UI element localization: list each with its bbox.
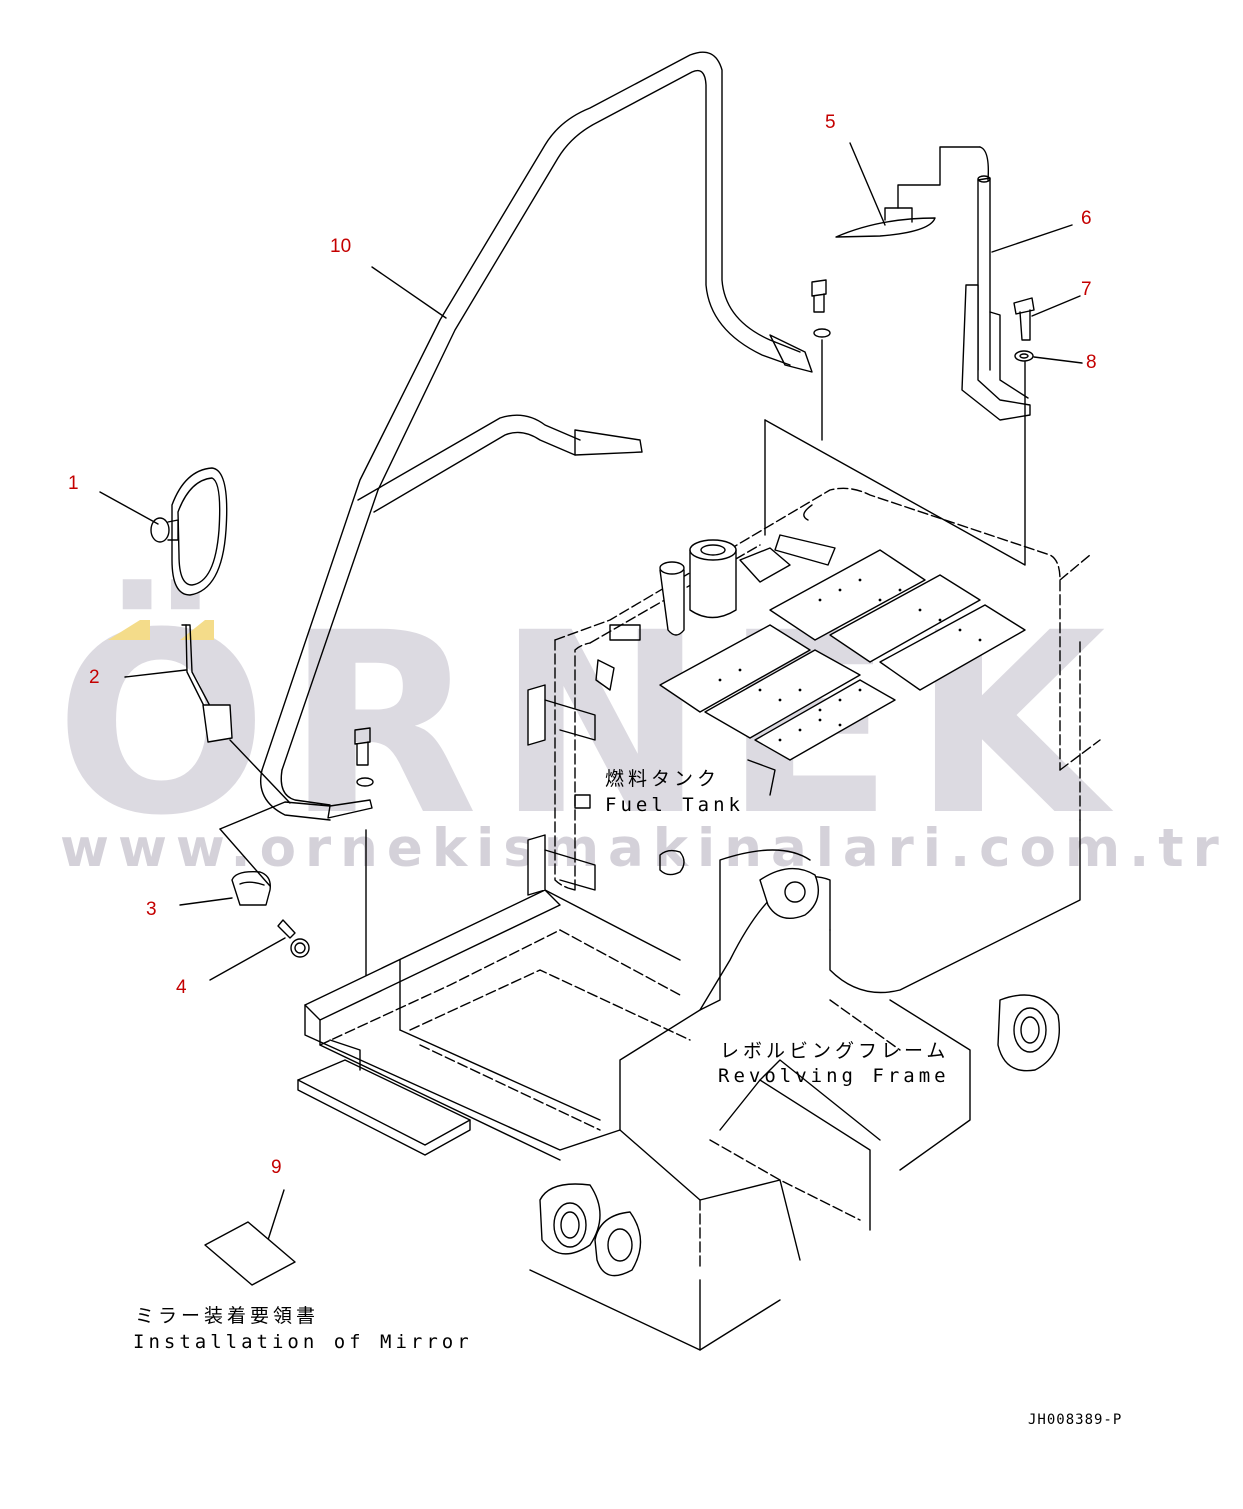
revolving-frame — [304, 819, 1081, 1351]
callout-8: 8 — [1086, 352, 1097, 373]
fuel-tank-label-jp: 燃料タンク — [605, 768, 721, 790]
callout-7: 7 — [1081, 279, 1092, 300]
watermark-accent-right — [180, 620, 214, 640]
handrail — [260, 51, 813, 821]
bolt-7 — [1013, 297, 1035, 341]
watermark-accent-left — [108, 620, 150, 640]
leader-lines — [99, 142, 1083, 1241]
callout-1: 1 — [68, 473, 79, 494]
bolt-lower — [354, 727, 374, 991]
drawing-reference: JH008389-P — [1028, 1412, 1123, 1428]
callout-6: 6 — [1081, 208, 1092, 229]
frame-hidden-lines — [319, 639, 1101, 1271]
manual-label-en: Installation of Mirror — [133, 1331, 473, 1353]
callout-4: 4 — [176, 977, 187, 998]
instruction-sheet — [204, 1221, 296, 1286]
callout-5: 5 — [825, 112, 836, 133]
clamp — [231, 870, 271, 906]
fuel-tank-label-en: Fuel Tank — [605, 794, 744, 816]
callout-2: 2 — [89, 667, 100, 688]
mirror-arm — [181, 624, 233, 743]
bolt-upper — [811, 279, 831, 441]
callout-10: 10 — [330, 236, 352, 257]
work-light — [835, 146, 981, 238]
light-stand — [961, 146, 1031, 421]
frame-label-jp: レボルビングフレーム — [720, 1040, 950, 1062]
bolt-4 — [277, 919, 310, 958]
fuel-cap — [659, 504, 836, 636]
mirror — [150, 467, 228, 596]
callout-9: 9 — [271, 1157, 282, 1178]
manual-label-jp: ミラー装着要領書 — [135, 1305, 320, 1327]
washer-8 — [1014, 350, 1034, 362]
step — [297, 1039, 471, 1156]
tank-brackets — [527, 624, 776, 896]
checker-plates — [659, 549, 1026, 761]
callout-3: 3 — [146, 899, 157, 920]
frame-label-en: Revolving Frame — [718, 1065, 950, 1087]
